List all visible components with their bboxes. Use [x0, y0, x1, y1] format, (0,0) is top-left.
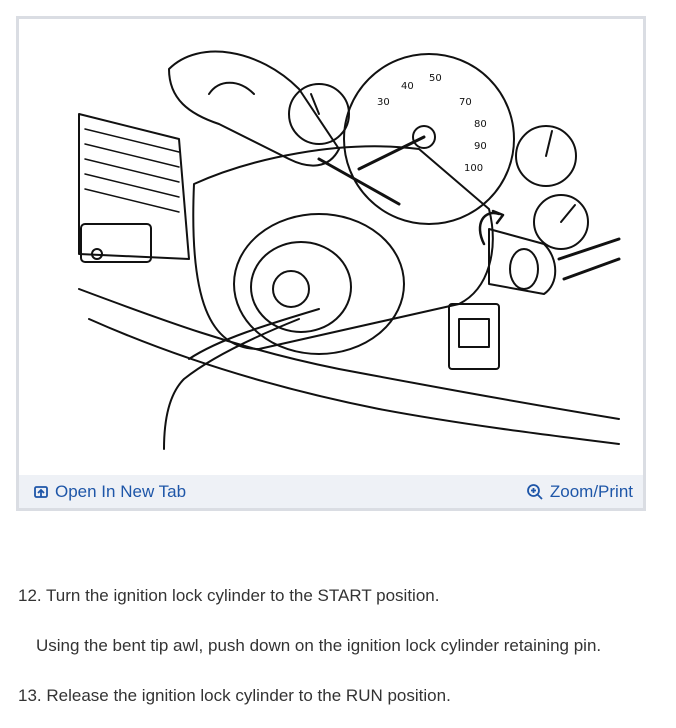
turn-signal-stalk: [557, 237, 621, 261]
bent-tip-awl-wire: [163, 318, 300, 450]
figure-toolbar: Open In New Tab Zoom/Print: [19, 475, 643, 508]
dash-lower-edge: [78, 288, 620, 420]
step-12-text: 12. Turn the ignition lock cylinder to t…: [18, 586, 440, 605]
wiring-connector: [448, 303, 500, 370]
speedometer: 30 40 50 70 80 90 100: [343, 53, 515, 225]
speedometer-tick-label: 30: [377, 97, 390, 108]
speedometer-tick-label: 90: [474, 141, 487, 152]
open-in-new-tab-label: Open In New Tab: [55, 481, 187, 501]
small-gauge-right-top: [515, 125, 577, 187]
speedometer-tick-label: 50: [429, 73, 442, 84]
speedometer-tick-label: 80: [474, 119, 487, 130]
figure-card: 30 40 50 70 80 90 100: [16, 16, 646, 511]
headlamp-switch-knob: [91, 248, 103, 260]
speedometer-tick-label: 40: [401, 81, 414, 92]
step-12-substep-text: Using the bent tip awl, push down on the…: [36, 636, 602, 655]
speedometer-tick-label: 100: [464, 163, 483, 174]
column-opening: [233, 213, 405, 355]
zoom-print-link[interactable]: Zoom/Print: [526, 482, 633, 502]
bent-tip-awl-wire: [188, 308, 320, 360]
zoom-print-label: Zoom/Print: [549, 481, 633, 501]
ignition-lock-cylinder: [478, 209, 557, 295]
small-gauge-left: [288, 83, 350, 145]
open-in-new-tab-icon: [33, 484, 49, 500]
column-hub: [250, 241, 352, 333]
ignition-lock-illustration: 30 40 50 70 80 90 100: [19, 19, 643, 475]
step-13-text: 13. Release the ignition lock cylinder t…: [18, 686, 451, 705]
dash-vent: [78, 113, 190, 260]
dash-trim-line: [88, 318, 620, 445]
steering-shaft: [272, 270, 310, 308]
speedometer-tick-label: 70: [459, 97, 472, 108]
vent-slats: [84, 128, 180, 213]
zoom-magnifier-icon: [526, 483, 544, 501]
small-gauge-right-bottom: [533, 194, 589, 250]
headlamp-switch: [80, 223, 152, 263]
connector-window: [458, 318, 490, 348]
steering-column: [192, 145, 494, 350]
turn-signal-stalk: [562, 257, 621, 281]
hand-with-awl: [168, 50, 401, 206]
open-in-new-tab-link[interactable]: Open In New Tab: [33, 482, 186, 502]
